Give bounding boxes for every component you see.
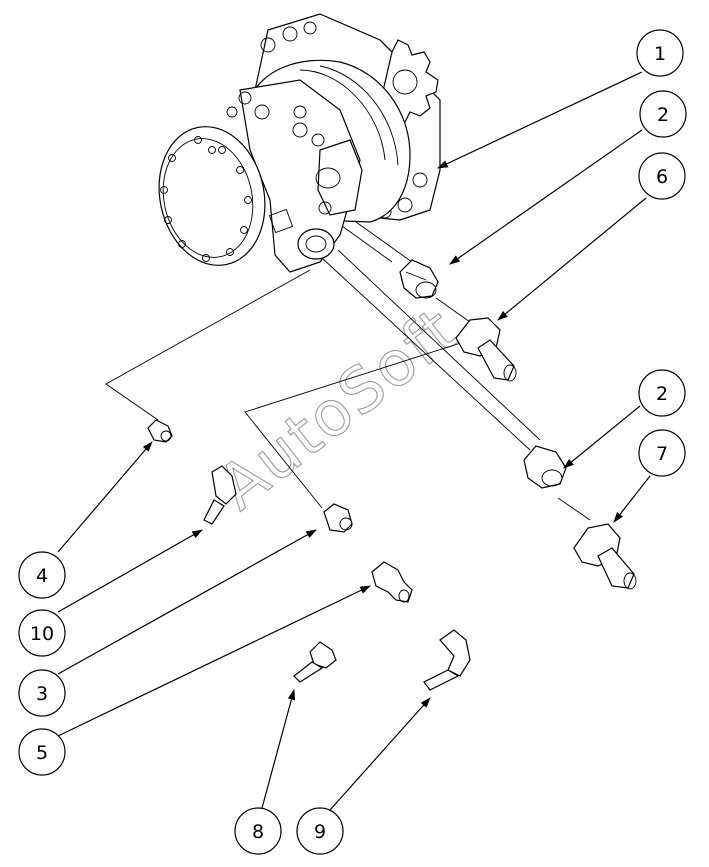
callout-2-upper: 2 [639,90,687,138]
callout-6: 6 [638,152,686,200]
callout-label: 6 [656,166,668,188]
hydraulic-motor-assembly [158,13,441,273]
explosion-lines [105,221,591,521]
callout-label: 8 [252,821,264,843]
watermark-text: AutoSoft [204,292,471,523]
callout-label: 2 [656,383,668,405]
callout-10: 10 [18,609,66,657]
callout-label: 9 [314,821,326,843]
callout-label: 3 [36,683,48,705]
adapter-nipple [323,503,353,533]
callout-label: 7 [656,443,668,465]
callout-7: 7 [638,429,686,477]
callout-9: 9 [296,807,344,855]
callout-3: 3 [18,669,66,717]
callout-4: 4 [18,551,66,599]
callout-label: 2 [657,104,669,126]
plug-fitting [147,419,173,443]
callout-5: 5 [18,728,66,776]
straight-hose-fitting-upper [455,317,517,382]
callout-2-lower: 2 [638,369,686,417]
callout-label: 5 [36,742,48,764]
callout-8: 8 [234,807,282,855]
straight-hose-fitting-lower [573,523,637,590]
elbow-hose-fitting-large [423,629,471,691]
leader-arrows [57,71,651,811]
tee-fitting [371,561,413,603]
adapter-fitting-upper [399,259,439,299]
callout-1: 1 [636,29,684,77]
callout-label: 4 [36,565,48,587]
callout-label: 1 [654,43,666,65]
straight-fitting-small [293,641,337,683]
adapter-fitting-lower [523,445,567,489]
callout-label: 10 [30,623,54,645]
elbow-hose-fitting-small [203,465,237,525]
